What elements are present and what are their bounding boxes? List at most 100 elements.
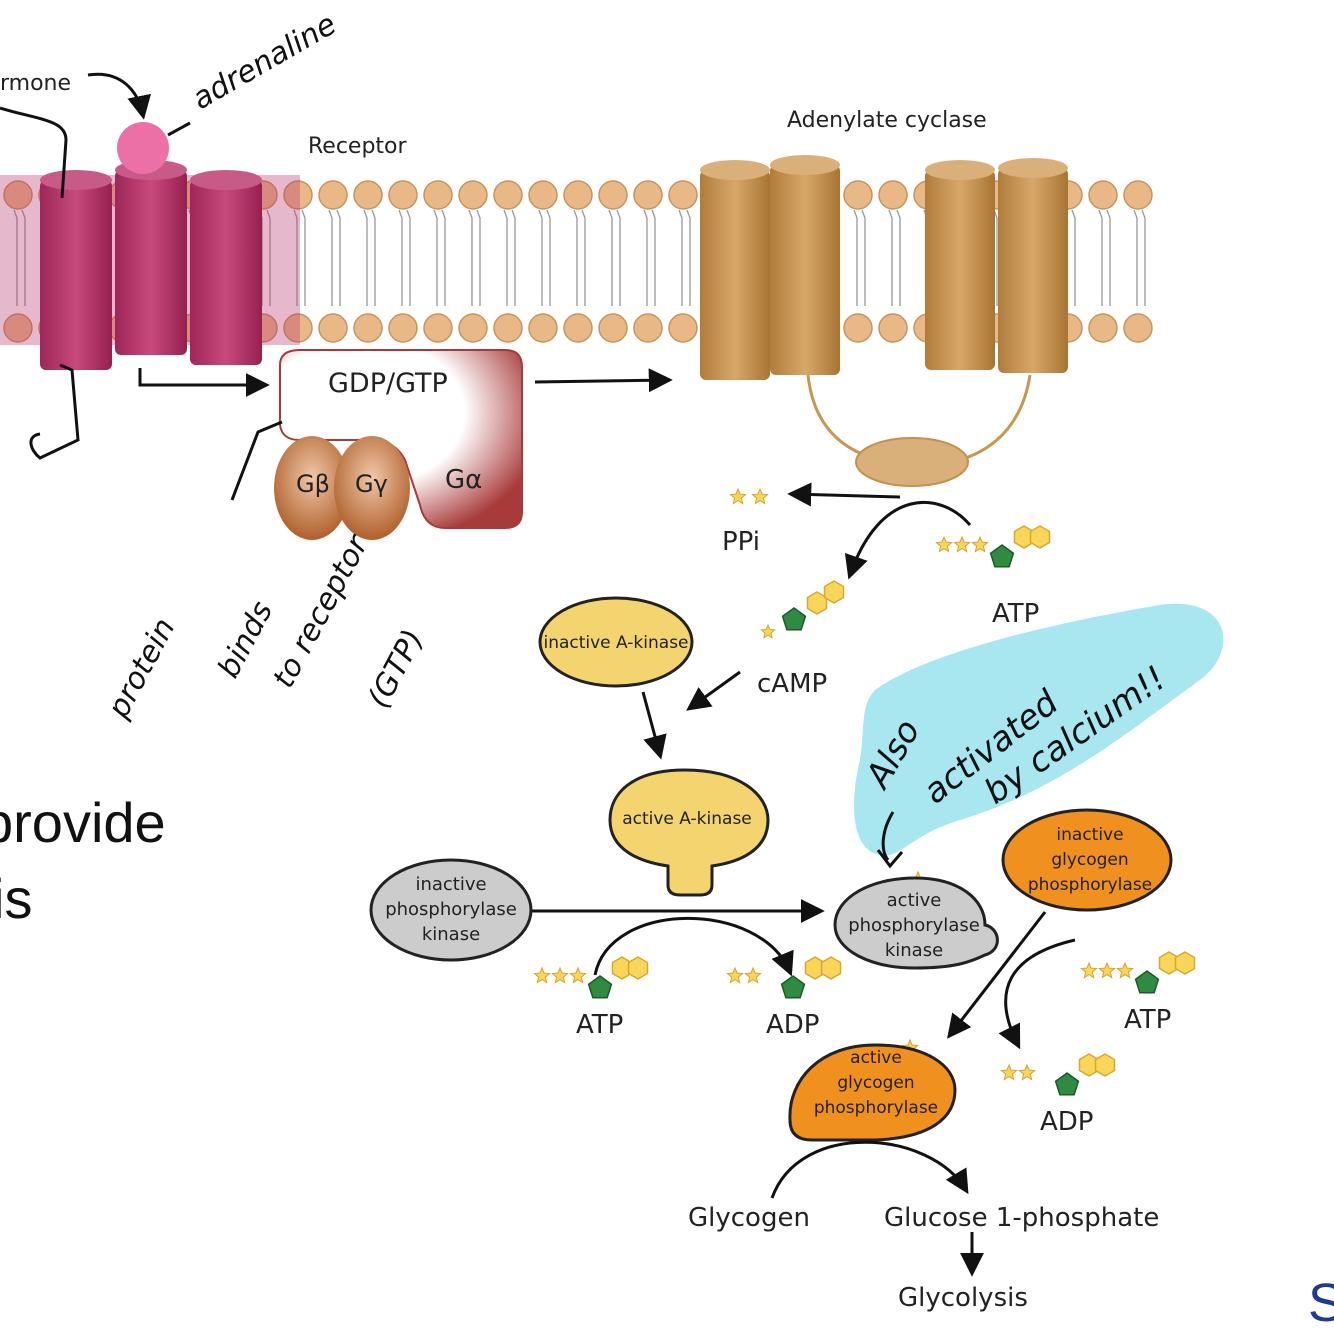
camp-hexagon — [806, 591, 828, 615]
ribose-pentagon — [1054, 1072, 1080, 1096]
g-protein — [274, 349, 523, 540]
lipid-head — [528, 180, 558, 210]
active-phosphorylase-kinase-node — [833, 876, 999, 970]
handwritten-to-receptor: to receptor — [266, 528, 376, 693]
lipid-tail — [581, 209, 586, 306]
base-hexagon — [1094, 1053, 1116, 1077]
lipid-tail — [1071, 209, 1076, 306]
g-gamma-subunit — [334, 436, 410, 540]
lipid-tail — [1098, 209, 1103, 306]
lipid-head — [493, 180, 523, 210]
inactive-a-kinase-label: inactive A-kinase — [543, 633, 688, 653]
handwritten-arrow-calcium — [876, 811, 904, 869]
active-glycogen-phos-line3: phosphorylase — [814, 1098, 938, 1118]
lipid-tail — [398, 209, 403, 306]
lipid-tail — [21, 209, 26, 306]
atp-left-label: ATP — [576, 1010, 623, 1040]
phosphate-star — [1000, 1063, 1018, 1081]
lipid-head — [843, 180, 873, 210]
adp-right-label: ADP — [1040, 1107, 1094, 1137]
atp-top-label: ATP — [992, 599, 1039, 629]
phosphate-star — [953, 535, 971, 553]
lipid-tail — [441, 209, 446, 306]
arrow-hormone — [87, 72, 151, 120]
inactive-glycogen-phos-line2: glycogen — [1051, 850, 1128, 870]
inactive-phos-kinase-line3: kinase — [422, 924, 480, 945]
g-gamma-label: Gγ — [355, 470, 388, 498]
lipid-tail — [503, 209, 508, 306]
camp-pentagon — [781, 607, 807, 631]
inactive-a-kinase-node — [538, 596, 694, 688]
base-hexagon — [1174, 951, 1196, 975]
lipid-tail — [616, 209, 621, 306]
phosphate-star — [1116, 961, 1134, 979]
lipid-tail — [13, 209, 18, 306]
lipid-tail — [888, 209, 893, 306]
phosphate-star — [744, 966, 762, 984]
active-glycogen-phos-line2: glycogen — [837, 1073, 914, 1093]
phosphate-star — [760, 623, 776, 639]
lipid-tail — [336, 209, 341, 306]
base-hexagon — [1029, 525, 1051, 549]
handwritten-adrenaline: adrenaline — [187, 7, 343, 117]
lipid-tail — [468, 209, 473, 306]
lipid-tail — [861, 209, 866, 306]
lipid-head — [353, 180, 383, 210]
lipid-head — [598, 180, 628, 210]
inactive-glycogen-phosphorylase-node — [1001, 808, 1173, 912]
lipid-tail — [896, 209, 901, 306]
lipid-head — [633, 313, 663, 343]
lipid-head — [843, 313, 873, 343]
lipid-tail — [363, 209, 368, 306]
active-a-kinase-node — [608, 768, 770, 897]
active-phos-kinase-line3: kinase — [885, 940, 943, 961]
arrow-receptor-to-gprotein — [138, 368, 270, 397]
lipid-head — [318, 313, 348, 343]
handwritten-bracket-receptor — [0, 106, 80, 460]
lipid-tail — [853, 209, 858, 306]
slide-corner-letter: S — [1308, 1273, 1334, 1333]
catalytic-domain — [855, 437, 969, 487]
lipid-head — [283, 313, 313, 343]
lipid-head — [598, 313, 628, 343]
adp-left-label: ADP — [766, 1010, 820, 1040]
g-alpha-label: Gα — [445, 465, 482, 495]
lipid-head — [563, 313, 593, 343]
hormone-pointer-stroke — [167, 121, 191, 137]
lipid-tail — [371, 209, 376, 306]
phosphate-star — [1098, 961, 1116, 979]
lipid-tail — [511, 209, 516, 306]
ribose-pentagon — [989, 544, 1015, 568]
ppi-label: PPi — [722, 527, 760, 557]
lipid-head — [1088, 313, 1118, 343]
adenylate-cyclase-label: Adenylate cyclase — [787, 108, 987, 133]
lipid-tail — [301, 209, 306, 306]
lipid-tail — [573, 209, 578, 306]
slide-text-line1: provide — [0, 791, 166, 854]
atp-right-label: ATP — [1124, 1005, 1171, 1035]
lipid-head — [458, 180, 488, 210]
active-phos-kinase-line1: active — [887, 890, 942, 911]
lipid-head — [318, 180, 348, 210]
hormone-ball — [117, 122, 169, 174]
lipid-head — [458, 313, 488, 343]
ribose-pentagon — [780, 975, 806, 999]
lipid-tail — [293, 209, 298, 306]
lipid-head — [3, 180, 33, 210]
handwritten-pointer-gprotein — [230, 420, 283, 501]
lipid-tail — [546, 209, 551, 306]
phosphate-star — [726, 966, 744, 984]
lipid-head — [388, 313, 418, 343]
lipid-tail — [476, 209, 481, 306]
arrow-atp-adp-left — [593, 916, 794, 977]
gdp-gtp-label: GDP/GTP — [328, 368, 448, 399]
handwritten-protein: protein — [101, 613, 183, 725]
lipid-tail — [1141, 209, 1146, 306]
arrow-glycogen-to-g1p — [770, 1140, 969, 1199]
lipid-head — [423, 180, 453, 210]
handwritten-gtp: (GTP) — [361, 624, 431, 714]
arrow-atp-adp-right — [998, 938, 1076, 1050]
ribose-pentagon — [587, 975, 613, 999]
g-beta-subunit — [274, 436, 350, 540]
lipid-head — [668, 313, 698, 343]
